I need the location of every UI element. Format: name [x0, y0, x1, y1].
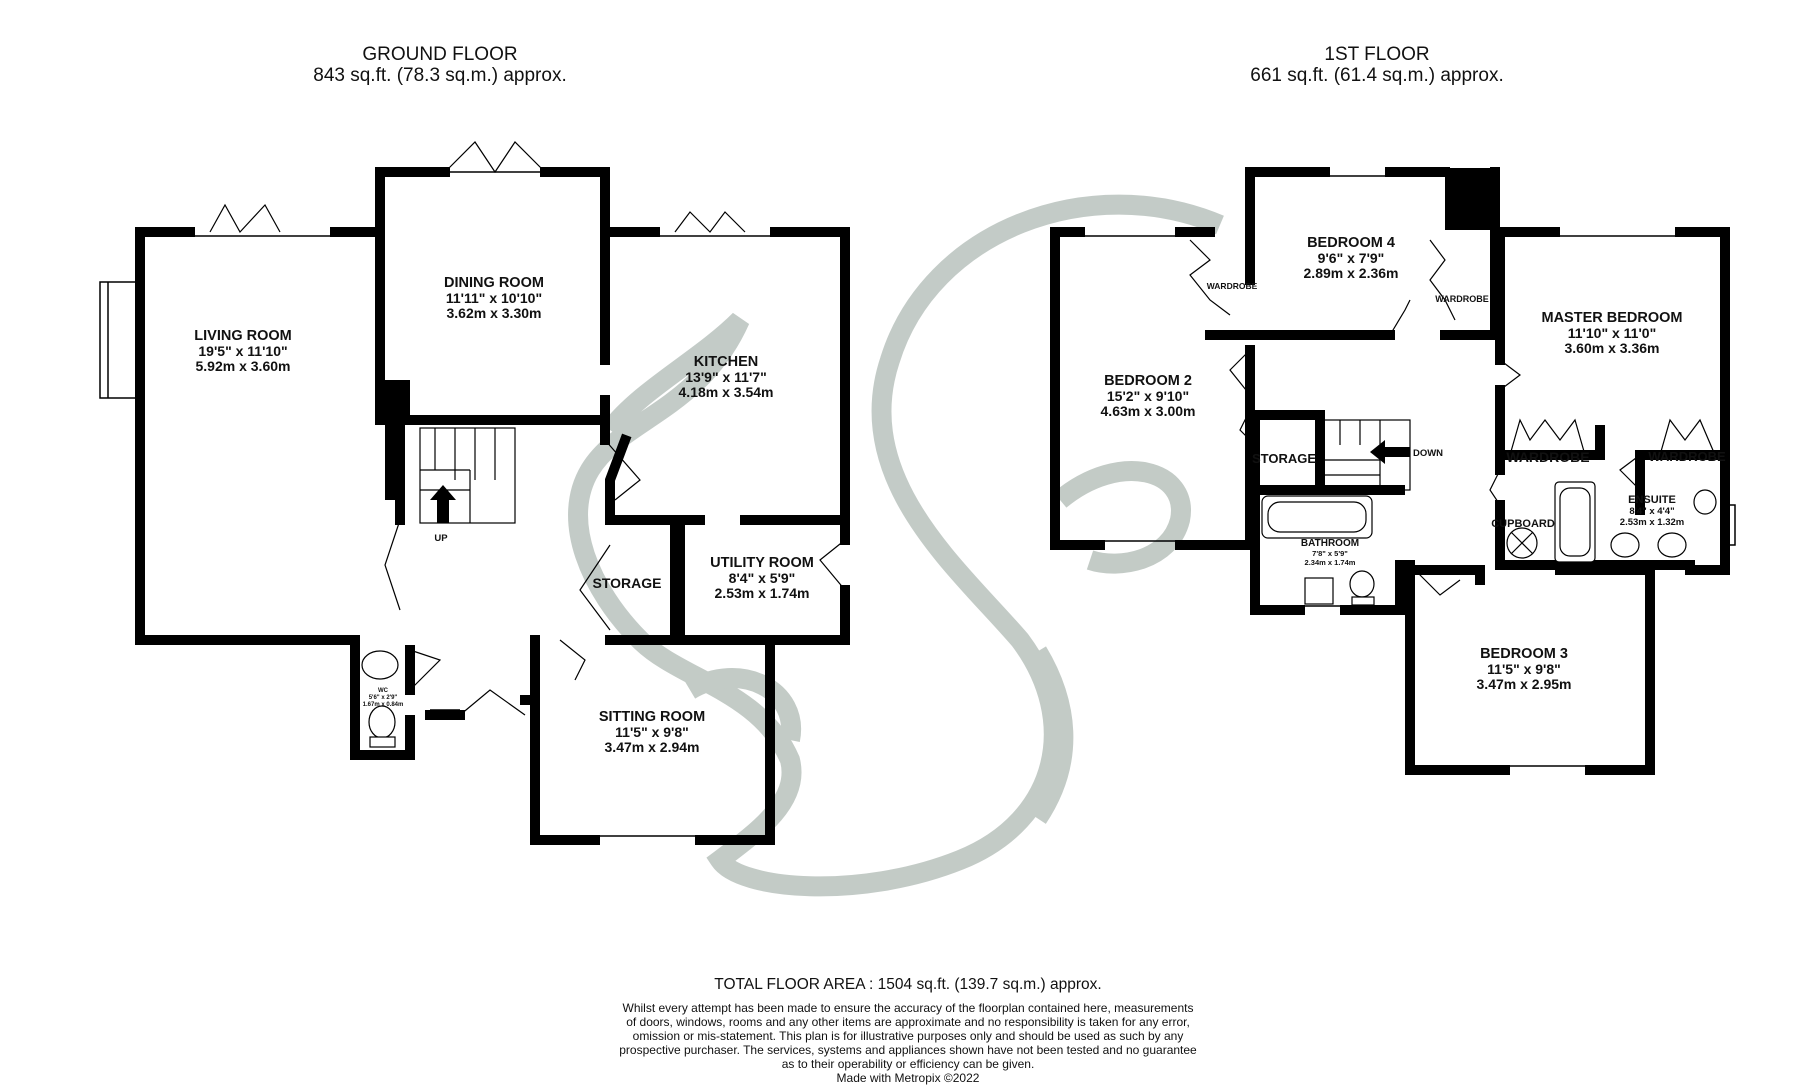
disclaimer: Whilst every attempt has been made to en…	[0, 1001, 1816, 1085]
room-label-kitchen: KITCHEN 13'9" x 11'7" 4.18m x 3.54m	[679, 355, 774, 400]
room-metric: 3.60m x 3.36m	[1564, 340, 1660, 356]
room-label-bedroom4: BEDROOM 4 9'6" x 7'9" 2.89m x 2.36m	[1304, 236, 1399, 281]
disclaimer-line: of doors, windows, rooms and any other i…	[626, 1015, 1190, 1029]
room-name: BEDROOM 3	[1480, 646, 1568, 662]
first-stairs	[1319, 419, 1411, 491]
ensuite-metric: 2.53m x 1.32m	[1619, 517, 1685, 528]
ground-stairs	[419, 427, 516, 524]
room-name: BEDROOM 2	[1104, 373, 1192, 389]
ground-floor-doors	[209, 141, 846, 716]
room-label-living: LIVING ROOM 19'5" x 11'10" 5.92m x 3.60m	[194, 329, 291, 374]
room-label-cupboard: CUPBOARD	[1491, 518, 1555, 530]
room-imperial: 11'11" x 10'10"	[445, 290, 543, 306]
room-name: UTILITY ROOM	[710, 555, 814, 571]
bathroom-fixtures	[1261, 495, 1375, 606]
room-imperial: 11'10" x 11'0"	[1567, 325, 1657, 341]
room-metric: 2.89m x 2.36m	[1303, 265, 1399, 281]
first-stairs-label: DOWN	[1412, 448, 1444, 459]
wc-metric: 1.67m x 0.84m	[362, 702, 404, 708]
watermark-logo	[568, 194, 1224, 897]
wc-fixtures	[361, 650, 399, 748]
room-metric: 3.62m x 3.30m	[446, 305, 542, 321]
room-label-wardrobe-master-right: WARDROBE	[1648, 449, 1726, 464]
ground-floor-title: GROUND FLOOR	[362, 44, 518, 65]
bathroom-metric: 2.34m x 1.74m	[1304, 558, 1356, 567]
bathroom-name: BATHROOM	[1300, 538, 1360, 549]
room-label-sitting: SITTING ROOM 11'5" x 9'8" 3.47m x 2.94m	[599, 710, 705, 755]
room-metric: 5.92m x 3.60m	[195, 358, 291, 374]
ground-stairs-label: UP	[434, 533, 448, 544]
room-label-master: MASTER BEDROOM 11'10" x 11'0" 3.60m x 3.…	[1542, 311, 1683, 356]
room-label-wardrobe-bed2: WARDROBE	[1206, 281, 1258, 291]
first-floor-header: 1ST FLOOR 661 sq.ft. (61.4 sq.m.) approx…	[1147, 44, 1607, 86]
disclaimer-line: prospective purchaser. The services, sys…	[619, 1043, 1197, 1057]
room-label-ensuite: ENSUITE 8'4" x 4'4" 2.53m x 1.32m	[1620, 494, 1684, 528]
room-name: SITTING ROOM	[598, 709, 706, 725]
room-label-bathroom: BATHROOM 7'8" x 5'9" 2.34m x 1.74m	[1301, 538, 1359, 567]
room-name: LIVING ROOM	[194, 328, 292, 344]
room-metric: 4.63m x 3.00m	[1100, 403, 1196, 419]
ensuite-name: ENSUITE	[1628, 494, 1676, 506]
room-label-utility: UTILITY ROOM 8'4" x 5'9" 2.53m x 1.74m	[710, 556, 814, 601]
room-imperial: 11'5" x 9'8"	[615, 724, 689, 740]
first-chimney	[1445, 168, 1495, 230]
room-name: BEDROOM 4	[1307, 235, 1395, 251]
room-name: KITCHEN	[693, 354, 759, 370]
ensuite-imperial: 8'4" x 4'4"	[1629, 506, 1675, 517]
wc-imperial: 5'6" x 2'9"	[368, 695, 398, 701]
ground-floor-area: 843 sq.ft. (78.3 sq.m.) approx.	[313, 65, 567, 86]
room-metric: 3.47m x 2.94m	[604, 739, 700, 755]
ground-floor-header: GROUND FLOOR 843 sq.ft. (78.3 sq.m.) app…	[210, 44, 670, 86]
room-imperial: 15'2" x 9'10"	[1106, 388, 1190, 404]
first-floor-area: 661 sq.ft. (61.4 sq.m.) approx.	[1250, 65, 1504, 86]
room-name: MASTER BEDROOM	[1541, 310, 1683, 326]
credit: Made with Metropix ©2022	[836, 1071, 980, 1085]
room-label-storage-first: STORAGE	[1251, 451, 1317, 466]
ensuite-fixtures	[1554, 481, 1717, 563]
room-name: DINING ROOM	[444, 275, 544, 291]
first-floor-doors	[1189, 239, 1716, 596]
cupboard-boiler-icon	[1506, 527, 1538, 559]
ground-chimney	[382, 380, 410, 422]
wc-name: WC	[377, 688, 388, 694]
room-label-bedroom2: BEDROOM 2 15'2" x 9'10" 4.63m x 3.00m	[1101, 374, 1196, 419]
ground-floor-walls	[135, 167, 850, 845]
disclaimer-line: as to their operability or efficiency ca…	[781, 1057, 1035, 1071]
room-imperial: 9'6" x 7'9"	[1317, 250, 1385, 266]
room-metric: 3.47m x 2.95m	[1476, 676, 1572, 692]
first-floor-walls	[1050, 167, 1730, 775]
room-label-wc: WC 5'6" x 2'9" 1.67m x 0.84m	[363, 688, 404, 709]
disclaimer-line: Whilst every attempt has been made to en…	[622, 1001, 1194, 1015]
ground-stairs-arrow	[430, 485, 456, 523]
bathroom-imperial: 7'8" x 5'9"	[1312, 549, 1348, 558]
first-floor-title: 1ST FLOOR	[1324, 44, 1430, 65]
first-stairs-arrow	[1370, 440, 1410, 464]
total-floor-area: TOTAL FLOOR AREA : 1504 sq.ft. (139.7 sq…	[714, 976, 1102, 993]
room-label-bedroom3: BEDROOM 3 11'5" x 9'8" 3.47m x 2.95m	[1477, 647, 1572, 692]
ground-chimney-lower	[385, 425, 405, 500]
room-imperial: 19'5" x 11'10"	[198, 343, 288, 359]
room-label-wardrobe-bed4: WARDROBE	[1435, 294, 1489, 304]
room-label-wardrobe-master-left: WARDROBE	[1506, 449, 1590, 465]
room-label-dining: DINING ROOM 11'11" x 10'10" 3.62m x 3.30…	[444, 276, 544, 321]
room-imperial: 8'4" x 5'9"	[728, 570, 796, 586]
room-metric: 2.53m x 1.74m	[714, 585, 810, 601]
room-imperial: 13'9" x 11'7"	[685, 369, 767, 385]
room-imperial: 11'5" x 9'8"	[1487, 661, 1561, 677]
room-metric: 4.18m x 3.54m	[678, 384, 774, 400]
room-label-storage-ground: STORAGE	[592, 575, 662, 591]
disclaimer-line: omission or mis-statement. This plan is …	[632, 1029, 1184, 1043]
first-floor-windows	[1080, 175, 1736, 767]
